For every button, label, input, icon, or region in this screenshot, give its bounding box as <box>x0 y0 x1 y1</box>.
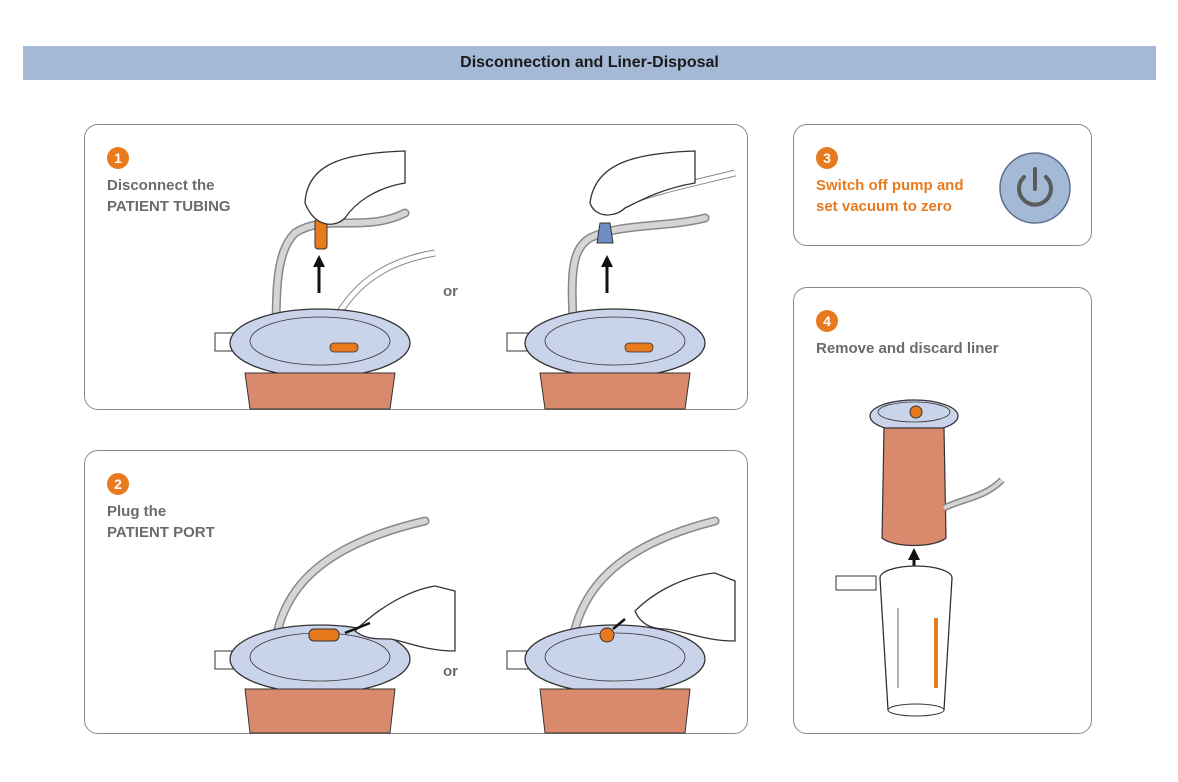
step-3-text: Switch off pump and set vacuum to zero <box>816 177 964 215</box>
step-2-or-label: or <box>443 663 458 680</box>
plug-port-illustration-a <box>214 516 456 734</box>
step-4-badge: 4 <box>816 310 838 332</box>
section-title: Disconnection and Liner-Disposal <box>460 54 719 71</box>
step-1-text: Disconnect the PATIENT TUBING <box>107 177 231 215</box>
step-2-badge: 2 <box>107 473 129 495</box>
disconnect-tubing-illustration-a <box>214 150 436 410</box>
step-1-or-label: or <box>443 283 458 300</box>
discard-liner-illustration <box>835 399 1005 717</box>
step-2-text: Plug the PATIENT PORT <box>107 503 215 541</box>
power-icon <box>999 152 1071 224</box>
step-4-text: Remove and discard liner <box>816 340 999 357</box>
step-2-panel: 2 Plug the PATIENT PORT or <box>84 450 748 734</box>
step-3-badge: 3 <box>816 147 838 169</box>
step-1-panel: 1 Disconnect the PATIENT TUBING or <box>84 124 748 410</box>
step-3-panel: 3 Switch off pump and set vacuum to zero <box>793 124 1092 246</box>
section-header: Disconnection and Liner-Disposal <box>23 46 1156 80</box>
step-1-badge: 1 <box>107 147 129 169</box>
plug-port-illustration-b <box>506 516 736 734</box>
disconnect-tubing-illustration-b <box>506 150 736 410</box>
step-4-panel: 4 Remove and discard liner <box>793 287 1092 734</box>
